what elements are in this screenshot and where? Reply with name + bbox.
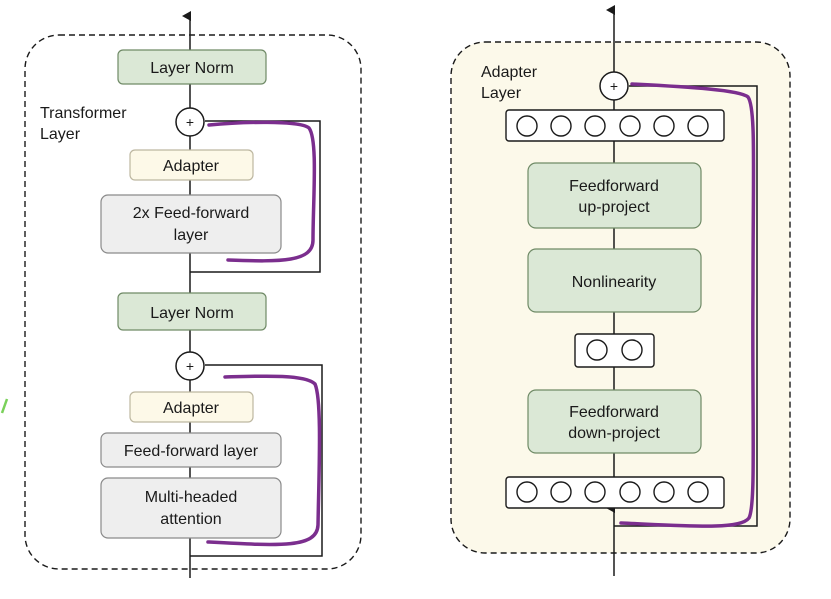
layer-norm-top-label: Layer Norm bbox=[150, 60, 234, 77]
residual-add-bottom-symbol: + bbox=[186, 358, 194, 374]
adapter-bottom-label: Adapter bbox=[163, 400, 220, 417]
adapter-path-highlight-bottom bbox=[206, 374, 322, 547]
adapter-path-highlight-top bbox=[207, 120, 317, 263]
feedforward-down-project-box bbox=[527, 389, 702, 454]
neuron bbox=[619, 481, 641, 503]
adapter-residual-add-symbol: + bbox=[610, 78, 618, 94]
neuron bbox=[687, 481, 709, 503]
feed-forward-2x-box bbox=[100, 194, 282, 254]
multi-headed-attention-box bbox=[100, 477, 282, 539]
layer-norm-top-box bbox=[117, 49, 267, 85]
neuron bbox=[653, 481, 675, 503]
feedforward-up-project-box bbox=[527, 162, 702, 229]
neuron bbox=[687, 115, 709, 137]
layer-norm-mid-box bbox=[117, 292, 267, 331]
neuron bbox=[550, 481, 572, 503]
residual-add-bottom bbox=[175, 351, 205, 381]
layer-norm-mid-label: Layer Norm bbox=[150, 305, 234, 322]
residual-add-top bbox=[175, 107, 205, 137]
input-neurons bbox=[516, 481, 709, 503]
nonlinearity-label: Nonlinearity bbox=[572, 274, 656, 291]
stray-green-mark bbox=[0, 398, 9, 414]
adapter-skip-highlight bbox=[619, 82, 756, 528]
feed-forward-layer-label: Feed-forward layer bbox=[124, 443, 259, 460]
neuron bbox=[584, 481, 606, 503]
adapter-bottom-box bbox=[129, 391, 254, 423]
neuron bbox=[516, 115, 538, 137]
adapter-residual-add bbox=[599, 71, 629, 101]
neuron bbox=[653, 115, 675, 137]
feed-forward-layer-box bbox=[100, 432, 282, 468]
adapter-top-box bbox=[129, 149, 254, 181]
adapter-top-label: Adapter bbox=[163, 158, 220, 175]
neuron bbox=[619, 115, 641, 137]
transformer-layer-frame bbox=[24, 34, 362, 570]
nonlinearity-box bbox=[527, 248, 702, 313]
neuron bbox=[516, 481, 538, 503]
output-neurons bbox=[516, 115, 709, 137]
neuron bbox=[584, 115, 606, 137]
residual-add-top-symbol: + bbox=[186, 114, 194, 130]
bottleneck-neurons bbox=[586, 339, 643, 361]
neuron bbox=[586, 339, 608, 361]
neuron bbox=[550, 115, 572, 137]
neuron bbox=[621, 339, 643, 361]
